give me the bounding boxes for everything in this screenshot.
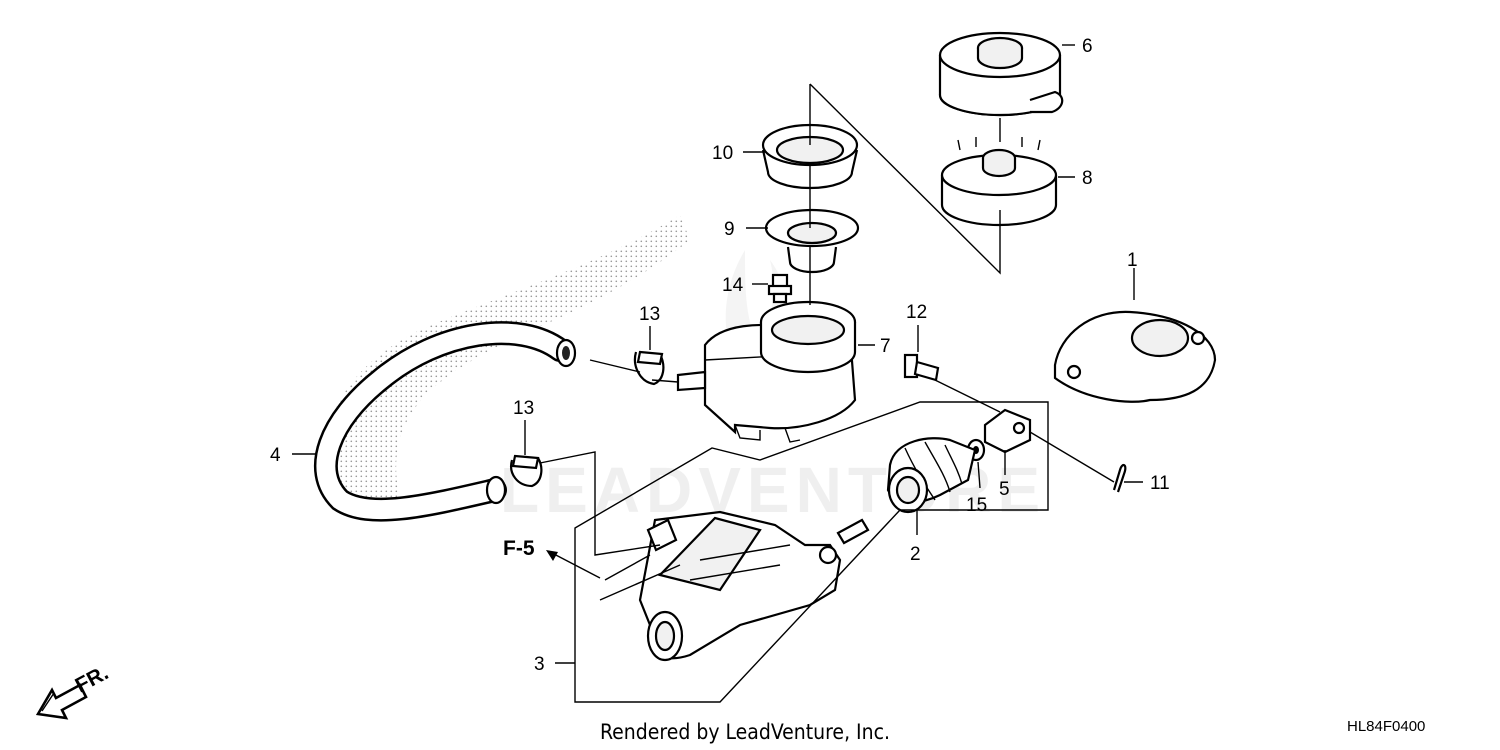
reference-f5[interactable]: F-5 — [503, 537, 601, 579]
callout-3[interactable]: 3 — [534, 654, 545, 675]
callout-14[interactable]: 14 — [722, 275, 744, 296]
clamp-lower-part[interactable] — [510, 454, 543, 488]
hose-part[interactable] — [313, 321, 577, 522]
callout-11[interactable]: 11 — [1150, 473, 1170, 494]
reference-arrow-icon — [546, 550, 558, 561]
reference-label[interactable]: F-5 — [503, 537, 535, 560]
cap-set-part[interactable] — [940, 137, 1058, 227]
callout-15[interactable]: 15 — [966, 495, 987, 516]
callout-1[interactable]: 1 — [1127, 250, 1138, 271]
callout-5[interactable]: 5 — [999, 479, 1010, 500]
pin-part[interactable] — [903, 353, 940, 382]
callout-labels: 1 2 3 4 5 6 7 8 9 10 11 12 13 13 14 15 — [270, 36, 1170, 675]
shadow-stipple — [324, 215, 690, 510]
rendered-by-credit: Rendered by LeadVenture, Inc. — [600, 720, 890, 744]
guide-lines — [539, 83, 1115, 703]
callout-7[interactable]: 7 — [880, 336, 891, 357]
front-arrow-icon — [35, 683, 88, 720]
callout-4[interactable]: 4 — [270, 445, 281, 466]
front-indicator: FR. — [35, 661, 112, 720]
callout-6[interactable]: 6 — [1082, 36, 1093, 57]
boot-part[interactable] — [886, 437, 977, 514]
mount-rubber-part[interactable] — [1053, 310, 1217, 403]
clip-part[interactable] — [1112, 464, 1127, 493]
callout-10[interactable]: 10 — [712, 143, 733, 164]
callout-12[interactable]: 12 — [906, 302, 927, 323]
master-cylinder-part[interactable] — [638, 510, 870, 662]
callout-13b[interactable]: 13 — [513, 398, 534, 419]
plate-part[interactable] — [764, 208, 860, 274]
bolt-part[interactable] — [767, 273, 793, 304]
cap-part[interactable] — [938, 31, 1064, 117]
callout-9[interactable]: 9 — [724, 219, 735, 240]
callout-8[interactable]: 8 — [1082, 168, 1093, 189]
joint-part[interactable] — [983, 408, 1032, 454]
callout-13a[interactable]: 13 — [639, 304, 660, 325]
diagram-code: HL84F0400 — [1347, 718, 1425, 735]
reservoir-part[interactable] — [676, 300, 857, 443]
leader-lines — [292, 44, 1143, 664]
clamp-upper-part[interactable] — [633, 350, 665, 386]
callout-2[interactable]: 2 — [910, 544, 921, 565]
